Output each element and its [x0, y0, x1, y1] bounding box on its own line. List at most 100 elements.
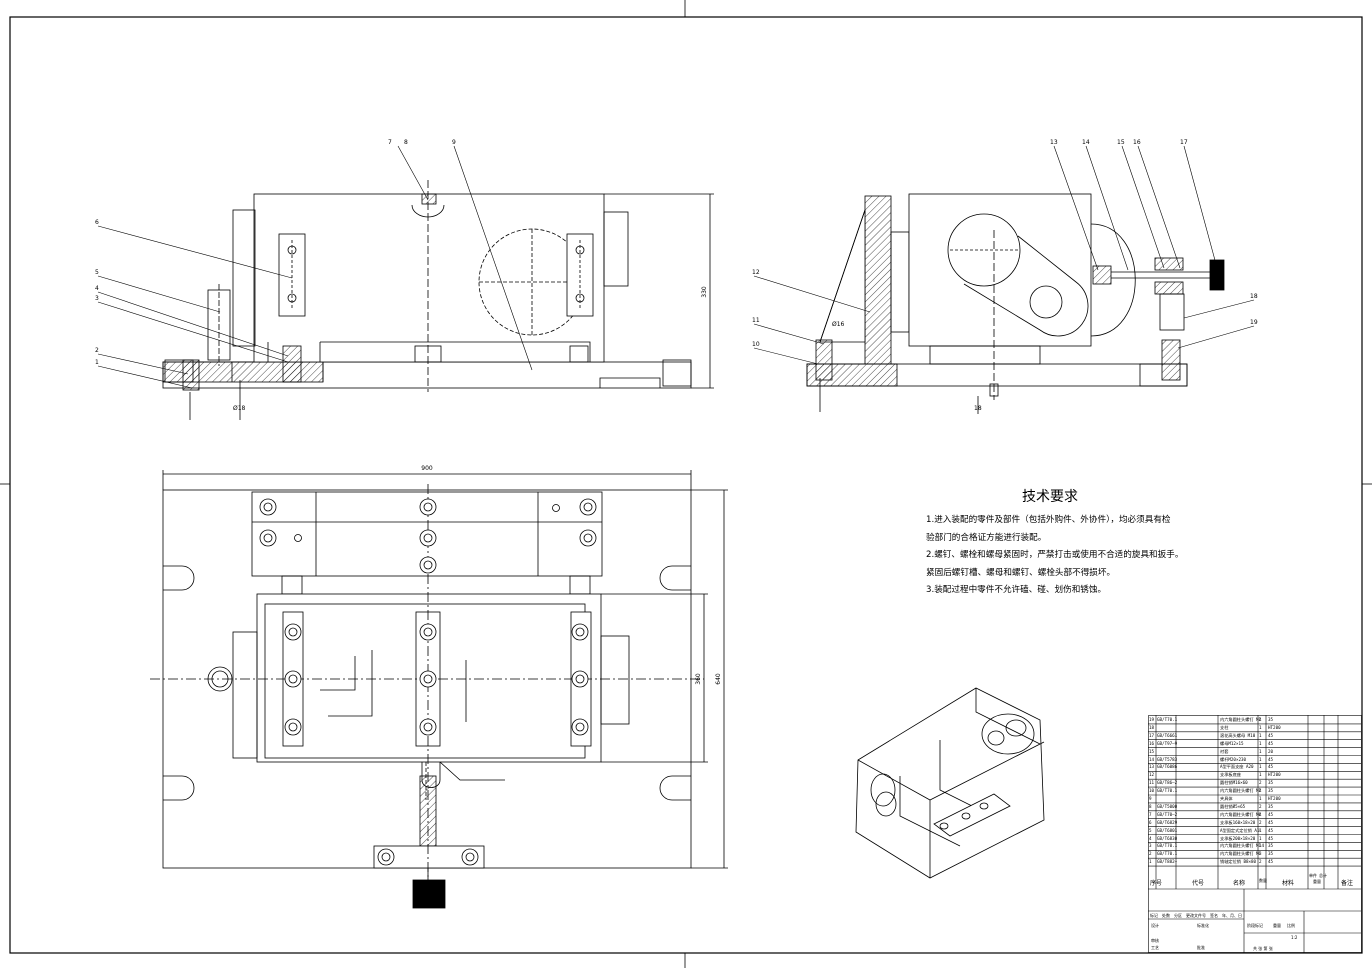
bom-cell: 45	[1268, 756, 1274, 762]
bom-cell: 1	[1149, 859, 1152, 865]
bom-cell: GB/T97—985	[1157, 740, 1177, 746]
bom-cell: 内六角圆柱头螺钉 M14×50	[1220, 788, 1260, 794]
bom-cell: GB/T70.1—2000	[1157, 851, 1177, 857]
bom-cell: 45	[1268, 811, 1274, 817]
balloon-5: 5	[95, 269, 99, 276]
bom-header-qty: 数量	[1259, 878, 1267, 883]
bom-header: 序号 代号 名称 数量 材料 单件 总计 重量 备注	[1149, 873, 1361, 889]
dim-width-plan: 900	[421, 465, 433, 472]
bom-cell: GB/T6801—2000	[1157, 827, 1177, 833]
bom-cell: 支承板底座	[1220, 772, 1241, 778]
tech-requirements: 1.进入装配的零件及部件（包括外购件、外协件），均必须具有检 验部门的合格证方能…	[926, 512, 1226, 600]
bom-cell: 1	[1259, 827, 1262, 833]
bom-cell: 8	[1149, 803, 1152, 809]
bom-header-total: 总计	[1319, 873, 1327, 878]
plan-view	[150, 470, 728, 909]
balloon-9: 9	[452, 139, 456, 146]
bolt-head-circle	[575, 722, 585, 732]
bom-cell: GB/T70—2000	[1157, 811, 1177, 817]
bom-cell: GB/T86—2000	[1157, 780, 1177, 786]
bom-cell: 15	[1149, 748, 1155, 754]
bom-header-code: 代号	[1191, 880, 1204, 887]
bom-cell: 1	[1259, 732, 1262, 738]
bolt-head-circle	[288, 674, 298, 684]
bom-cell: 支承板200×18×20	[1220, 835, 1256, 841]
bom-cell: 圆柱销M16×60	[1220, 780, 1248, 786]
tb-approve: 批准	[1197, 945, 1205, 950]
bolt-head-circle	[423, 722, 433, 732]
bolt-head-circle	[288, 627, 298, 637]
tb-label-change: 更改文件号	[1186, 913, 1206, 918]
bom-cell: 9	[1149, 796, 1152, 801]
tb-label-date: 年、月、日	[1222, 913, 1242, 918]
tb-label-count: 处数	[1162, 913, 1170, 918]
bom-header-note: 备注	[1341, 880, 1354, 887]
balloon-8: 8	[404, 139, 408, 146]
bom-cell: GB/T6086—2009	[1157, 764, 1177, 770]
bom-cell: 4	[1259, 788, 1262, 794]
bom-cell: 45	[1268, 835, 1274, 841]
dim-fit-left: Ø18	[233, 405, 246, 412]
bom-cell: 45	[1268, 732, 1274, 738]
isometric-view	[855, 687, 1045, 879]
bom-cell: 1	[1259, 764, 1262, 770]
balloon-10: 10	[752, 341, 760, 348]
bom-cell: GB/T70.1—2000	[1157, 843, 1177, 849]
bom-cell: 1	[1259, 796, 1262, 801]
bom-cell: 6	[1149, 819, 1152, 825]
bom-cell: 销轴定位销 B8×80	[1220, 859, 1257, 865]
tb-weight: 重量	[1273, 923, 1281, 928]
leaders-front	[97, 145, 533, 389]
balloon-11: 11	[752, 317, 760, 324]
bom-cell: 45	[1268, 819, 1274, 825]
plan-bolt-heads	[259, 498, 597, 866]
bom-cell: GB/T6661—2000	[1157, 732, 1177, 738]
bom-cell: 支柱	[1220, 724, 1229, 730]
bolt-head-circle	[423, 627, 433, 637]
bom-cell: 14	[1149, 756, 1155, 762]
bom-cell: 4	[1259, 717, 1262, 722]
bom-cell: 35	[1268, 780, 1274, 786]
front-view	[162, 180, 714, 420]
tb-label-mark: 标记	[1150, 913, 1158, 918]
bom-cell: 2	[1259, 803, 1262, 809]
bom-cell: 19	[1149, 717, 1155, 722]
balloon-6: 6	[95, 219, 99, 226]
bom-cell: 衬套	[1220, 748, 1229, 754]
bom-cell: GB/T6829—2000	[1157, 819, 1177, 825]
leaders-side	[753, 145, 1255, 365]
bom-cell: 11	[1149, 780, 1155, 786]
bom-cell: 45	[1268, 827, 1274, 833]
bom-cell: HT200	[1268, 724, 1281, 730]
bom-cell: 5	[1149, 827, 1152, 833]
bolt-head-circle	[583, 533, 593, 543]
tb-sheets: 共 张 第 张	[1253, 946, 1273, 951]
balloon-19: 19	[1250, 319, 1258, 326]
tb-scale: 比例	[1287, 923, 1295, 928]
balloon-14: 14	[1082, 139, 1090, 146]
bom-cell: HT200	[1268, 796, 1281, 801]
bom-cell: 4	[1149, 835, 1152, 841]
bolt-head-circle	[575, 674, 585, 684]
bom-cell: 45	[1268, 764, 1274, 770]
dim-fit-mid: Ø16	[832, 321, 845, 328]
bom-frame	[1148, 715, 1362, 953]
bom-cell: 内六角圆柱头螺钉 M6×16	[1220, 851, 1260, 857]
bom-cell: GB/T70.1—2000	[1157, 788, 1177, 794]
bom-cell: 螺母M12×15	[1220, 740, 1244, 746]
bom-header-material: 材料	[1281, 880, 1294, 887]
title-block: 标记 处数 分区 更改文件号 签名 年、月、日 设计 标准化 审核 工艺 批准 …	[1149, 911, 1361, 951]
bom-cell: GB/T6830—2000	[1157, 835, 1177, 841]
bom-cell: 7	[1149, 811, 1152, 817]
bom-cell: A型平面支座 A20	[1220, 764, 1254, 770]
bom-cell: 3	[1259, 851, 1262, 857]
bolt-head-circle	[583, 502, 593, 512]
tb-review: 审核	[1151, 938, 1159, 943]
bolt-head-circle	[465, 852, 475, 862]
bom-cell: 20	[1268, 748, 1274, 754]
bom-cell: 1	[1259, 748, 1262, 754]
bolt-head-circle	[423, 502, 433, 512]
bom-cell: 18	[1149, 724, 1155, 730]
balloon-4: 4	[95, 285, 99, 292]
